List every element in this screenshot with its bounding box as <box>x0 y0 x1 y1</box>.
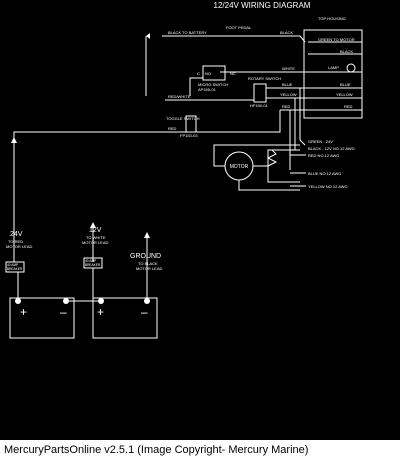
blue-wire-label-2: BLUE <box>340 82 351 87</box>
motor-label: MOTOR <box>230 164 249 170</box>
wiring-diagram: 12/24V WIRING DIAGRAM TOP HOUSING FOOT P… <box>5 1 363 339</box>
micro-c-label: C <box>197 71 200 76</box>
micro-switch-label: MICRO SWITCH <box>198 82 228 87</box>
battery-1-minus: – <box>60 305 67 319</box>
micro-switch-part: AP155-01 <box>198 87 217 92</box>
battery-2-neg-terminal <box>144 298 150 304</box>
motor-green-lead <box>213 144 300 167</box>
red-main-label: RED <box>168 126 177 131</box>
foot-pedal-label: FOOT PEDAL <box>226 25 252 30</box>
micro-feed-wire <box>189 77 203 96</box>
top-housing-label: TOP HOUSING <box>318 16 346 21</box>
lead-12v-sub2: MOTOR LEAD <box>82 240 108 245</box>
rotary-switch-label: ROTARY SWITCH <box>248 76 281 81</box>
battery-2-plus: + <box>97 305 104 319</box>
motor-cable-1 <box>299 88 306 146</box>
breaker-1 <box>5 261 25 273</box>
breaker-2-line1: 40 AMP <box>85 259 96 263</box>
micro-nc-label: NC <box>230 71 236 76</box>
motor-blue-lead <box>267 166 300 183</box>
ground-label: GROUND <box>130 253 161 260</box>
lamp-label: LAMP <box>328 65 339 70</box>
lead-24v-sub2: MOTOR LEAD <box>6 244 32 249</box>
red-main-wire <box>13 110 281 140</box>
black-to-battery-wire <box>162 35 306 43</box>
ground-sub2: MOTOR LEAD <box>136 266 162 271</box>
green-to-motor-label: GREEN TO MOTOR <box>318 37 355 42</box>
lead-24v-arrow <box>11 137 17 143</box>
ground-arrow <box>144 232 150 238</box>
black-wire-label: BLACK <box>280 30 293 35</box>
diagram-title: 12/24V WIRING DIAGRAM <box>214 1 311 10</box>
lead-24v-sub1: TO RED <box>8 239 23 244</box>
lamp-symbol <box>346 63 356 73</box>
gauge-yellow-label: YELLOW NO.12 AWG <box>308 184 348 189</box>
housing-red-label: RED <box>282 104 291 109</box>
resistor-symbol <box>266 149 278 167</box>
battery-1 <box>9 297 75 339</box>
rotary-switch-part: HF150-01 <box>250 103 269 108</box>
lead-24v-label: 24V <box>10 231 23 238</box>
breaker-1-line1: 40 AMP <box>7 263 18 267</box>
yellow-wire-label: YELLOW <box>280 92 297 97</box>
housing-red-label-2: RED <box>344 104 353 109</box>
breaker-1-line2: BREAKER <box>7 267 23 271</box>
lead-12v-arrow <box>90 222 96 228</box>
gauge-black-label: BLACK - 12V NO.12 AWG <box>308 146 355 151</box>
toggle-switch-part: FP153-03 <box>180 133 198 138</box>
gauge-red-label: RED NO.12 AWG <box>308 153 339 158</box>
black-to-battery-label: BLACK TO BATTERY <box>168 30 207 35</box>
arrow-head <box>146 33 150 39</box>
rotary-switch <box>253 83 267 103</box>
lead-12v-sub1: TO WHITE <box>86 235 106 240</box>
image-caption: MercuryPartsOnline v2.5.1 (Image Copyrig… <box>4 444 309 456</box>
diagram-frame: 12/24V WIRING DIAGRAM TOP HOUSING FOOT P… <box>0 0 400 440</box>
battery-1-pos-terminal <box>15 298 21 304</box>
housing-black-label: BLACK <box>340 49 353 54</box>
top-housing-box <box>303 29 363 119</box>
lead-12v-label: 12V <box>89 227 102 234</box>
yellow-wire-label-2: YELLOW <box>336 92 353 97</box>
breaker-2-line2: BREAKER <box>85 263 101 267</box>
motor-yellow-lead <box>238 180 300 191</box>
battery-2 <box>92 297 158 339</box>
motor-black-lead <box>253 149 300 167</box>
white-wire-label: WHITE <box>282 66 295 71</box>
gauge-blue-label: BLUE NO.12 AWG <box>308 171 341 176</box>
toggle-switch-label: TOGGLE SWITCH <box>166 116 200 121</box>
blue-wire-label: BLUE <box>282 82 293 87</box>
micro-switch <box>202 65 226 81</box>
battery-2-minus: – <box>141 305 148 319</box>
gauge-green-label: GREEN - 24V <box>308 139 333 144</box>
ground-sub1: TO BLACK <box>138 261 158 266</box>
red-white-label: RED/WHITE <box>168 94 191 99</box>
micro-no-label: NO <box>205 71 211 76</box>
battery-1-plus: + <box>20 305 27 319</box>
